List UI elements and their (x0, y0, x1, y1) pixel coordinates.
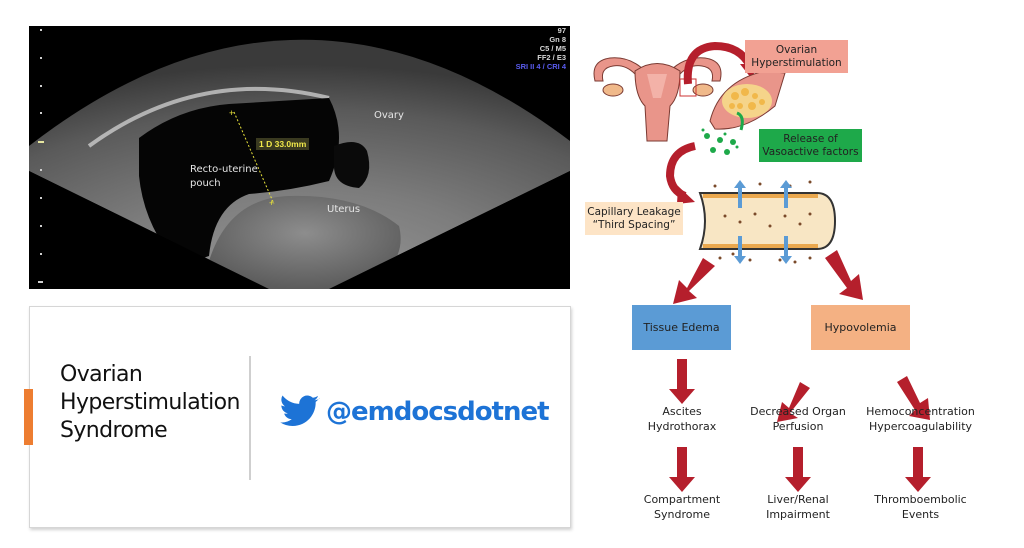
settings-line: C5 / M5 (539, 44, 566, 53)
accent-bar (24, 389, 33, 445)
capillary-leakage-box: Capillary Leakage “Third Spacing” (585, 202, 683, 235)
pouch-label-line: Recto-uterine (190, 164, 258, 175)
measurement-label: 1 D 33.0mm (256, 138, 310, 150)
final-liver-renal: Liver/Renal Impairment (738, 492, 858, 522)
final-line: Syndrome (654, 508, 710, 521)
settings-line: 97 (557, 26, 566, 35)
outcome-line: Perfusion (772, 420, 824, 433)
flow-arrows (669, 250, 931, 492)
diagram-graphics (593, 41, 931, 492)
handle-text: @emdocsdotnet (326, 396, 550, 427)
svg-text:+: + (229, 108, 234, 118)
svg-text:+: + (269, 198, 274, 208)
card-title: Ovarian Hyperstimulation Syndrome (60, 361, 240, 445)
settings-line-highlight: SRI II 4 / CRI 4 (515, 62, 566, 71)
uterus-label: Uterus (327, 204, 361, 215)
outcome-line: Decreased Organ (750, 405, 846, 418)
title-line: Syndrome (60, 418, 168, 443)
ovary-illustration-icon (709, 70, 786, 131)
final-line: Impairment (766, 508, 830, 521)
title-card: Ovarian Hyperstimulation Syndrome @emdoc… (24, 306, 571, 528)
final-line: Liver/Renal (767, 493, 829, 506)
outcome-line: Hypercoagulability (868, 420, 973, 433)
capillary-vessel-icon (698, 180, 837, 264)
tissue-edema-box: Tissue Edema (632, 305, 731, 350)
ultrasound-scan-graphic: + + (29, 29, 570, 289)
twitter-handle[interactable]: @emdocsdotnet (280, 395, 550, 428)
twitter-bird-icon (280, 395, 320, 427)
title-line: Hyperstimulation (60, 390, 240, 415)
pouch-label-line: pouch (190, 178, 221, 189)
ultrasound-image: + + 97 Gn 8 C5 / M5 FF2 / E3 SRI II 4 / … (29, 26, 570, 289)
outcome-ascites: Ascites Hydrothorax (622, 404, 742, 434)
pathophysiology-diagram: Ovarian Hyperstimulation Release of Vaso… (585, 26, 983, 527)
hypovolemia-box: Hypovolemia (811, 305, 910, 350)
final-compartment-syndrome: Compartment Syndrome (622, 492, 742, 522)
settings-line: Gn 8 (549, 35, 566, 44)
outcome-line: Hemoconcentration (866, 405, 975, 418)
outcome-hemoconcentration: Hemoconcentration Hypercoagulability (858, 404, 983, 434)
card-divider (249, 356, 251, 480)
pouch-label: Recto-uterine pouch (190, 163, 258, 191)
uterus-illustration-icon (593, 57, 722, 142)
outcome-organ-perfusion: Decreased Organ Perfusion (738, 404, 858, 434)
ovarian-hyperstimulation-box: Ovarian Hyperstimulation (745, 40, 848, 73)
final-line: Events (901, 508, 940, 521)
final-line: Thromboembolic (874, 493, 967, 506)
capillary-line: “Third Spacing” (592, 218, 676, 231)
final-line: Compartment (643, 493, 721, 506)
ultrasound-settings: 97 Gn 8 C5 / M5 FF2 / E3 SRI II 4 / CRI … (516, 26, 566, 71)
capillary-line: Capillary Leakage (587, 205, 681, 218)
title-line: Ovarian (60, 362, 143, 387)
release-vasoactive-box: Release of Vasoactive factors (759, 129, 862, 162)
outcome-line: Hydrothorax (647, 420, 717, 433)
vasoactive-molecules-icon (701, 128, 739, 155)
ovary-label: Ovary (374, 110, 404, 121)
final-thromboembolic: Thromboembolic Events (858, 492, 983, 522)
outcome-line: Ascites (662, 405, 702, 418)
settings-line: FF2 / E3 (537, 53, 566, 62)
